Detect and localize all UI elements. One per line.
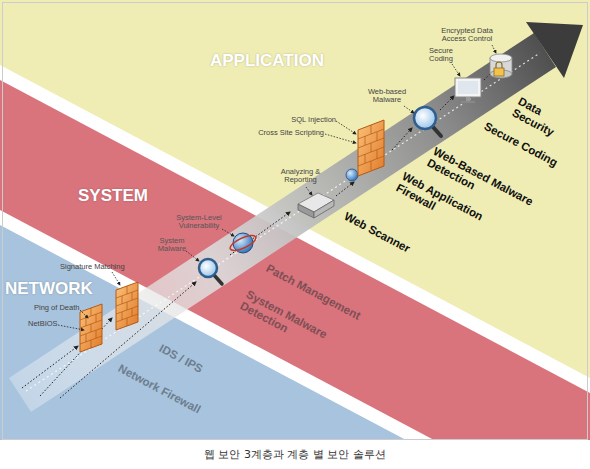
callout-text: Ping of Death: [34, 304, 94, 312]
solution-label: Web Scanner: [342, 210, 428, 264]
layer-title: SYSTEM: [78, 186, 148, 206]
brick-lines: [116, 286, 138, 326]
callout-text: System-Level Vulnerability: [174, 214, 224, 231]
callout-text: Secure Coding: [424, 47, 458, 64]
leader-line: [58, 325, 84, 330]
layer-title: NETWORK: [5, 279, 93, 299]
callout-text: Web-based Malware: [365, 88, 409, 105]
layer-title: APPLICATION: [210, 51, 324, 71]
leader-line: [325, 134, 356, 143]
scanner-icon: [314, 200, 334, 218]
monitor-stand: [466, 97, 470, 101]
leader-line: [80, 310, 88, 318]
magnifier-icon: [199, 259, 217, 277]
database-icon: [490, 54, 512, 62]
firewall-icon: [80, 304, 102, 352]
arrow-head: [526, 22, 583, 78]
globe-icon: [346, 169, 358, 181]
callout-text: SQL Injection: [272, 116, 336, 124]
flow-line: [336, 182, 354, 196]
lock-icon: [494, 68, 504, 76]
magnifier-handle: [433, 127, 441, 136]
arrow-shaft: [9, 33, 556, 412]
callout-text: Signature Matching: [60, 263, 140, 271]
picture-frame: [3, 3, 588, 440]
magnifier-handle: [214, 275, 222, 284]
lock-shackle: [496, 62, 502, 68]
magnifier-icon: [414, 107, 436, 129]
flow-line: [392, 128, 412, 150]
leader-line: [452, 64, 460, 76]
band-shape: [0, 80, 590, 440]
brick-lines: [80, 308, 102, 348]
brick-lines: [358, 125, 384, 170]
leader-line: [404, 106, 414, 113]
flow-line: [230, 212, 290, 255]
firewall-icon: [116, 282, 138, 330]
callout-text: System Malware: [156, 237, 188, 254]
callout-text: Encrypted Data Access Control: [436, 27, 498, 44]
solution-label: IDS / IPS: [157, 342, 225, 387]
flow-line: [484, 74, 490, 80]
scanner-icon: [298, 204, 314, 218]
leader-line: [336, 121, 356, 134]
leader-line: [186, 251, 199, 261]
callout-text: Analyzing & Reporting: [280, 168, 321, 185]
leader-line: [306, 187, 312, 195]
flow-line: [26, 53, 540, 391]
monitor-stand: [461, 101, 475, 103]
firewall-icon: [358, 120, 384, 176]
monitor-screen: [458, 81, 478, 94]
leader-line: [222, 229, 234, 236]
monitor-icon: [455, 78, 481, 97]
callout-text: Cross Site Scripting: [246, 129, 324, 137]
figure-caption: 웹 보안 3계층과 계층 별 보안 솔루션: [0, 447, 590, 462]
band-shape: [0, 0, 590, 378]
globe-orbit: [228, 233, 258, 254]
leader-line: [492, 45, 496, 53]
callout-text: NetBIOS: [28, 320, 68, 328]
flow-line: [22, 346, 78, 388]
leader-line: [112, 272, 120, 285]
flow-line: [440, 96, 454, 110]
